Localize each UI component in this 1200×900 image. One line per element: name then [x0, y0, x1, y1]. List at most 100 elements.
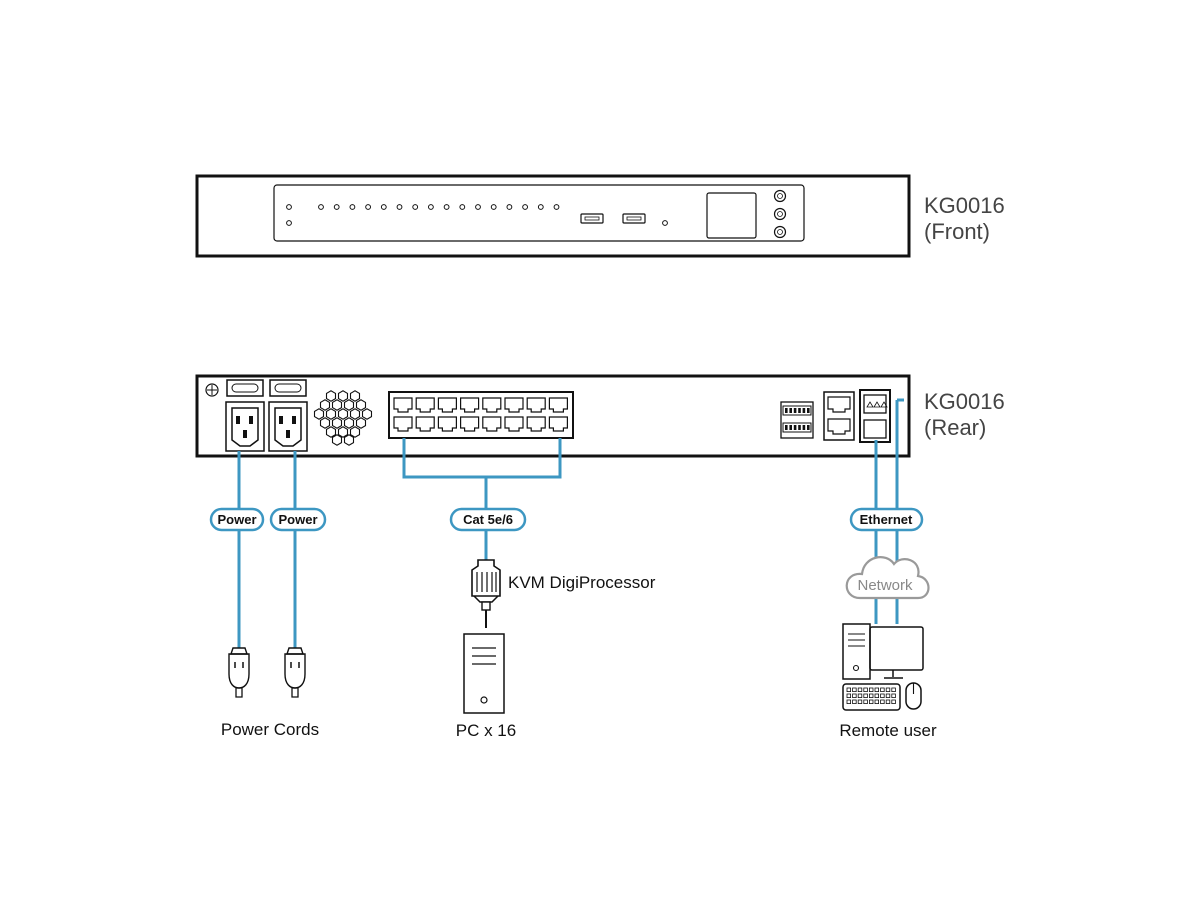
fan-vent-cell	[319, 399, 331, 411]
terminal-row	[782, 405, 812, 416]
kvm-port[interactable]	[460, 416, 480, 432]
kvm-port[interactable]	[482, 397, 502, 413]
power-pill-left-label: Power	[217, 512, 256, 527]
keyboard-key	[857, 699, 863, 704]
terminal-pin	[798, 425, 801, 430]
power-socket-right[interactable]	[268, 401, 308, 452]
remote-user-workstation-icon	[842, 623, 924, 711]
rear-title: KG0016	[924, 389, 1005, 414]
rear-unit	[195, 374, 911, 458]
front-button[interactable]	[773, 207, 787, 221]
power-socket-left[interactable]	[225, 401, 265, 452]
power-pill-right: Power	[269, 507, 327, 532]
port-led	[475, 204, 481, 210]
front-title: KG0016	[924, 193, 1005, 218]
ethernet-pill: Ethernet	[849, 507, 924, 532]
keyboard-key	[874, 699, 879, 704]
keyboard-key	[885, 693, 891, 698]
kvm-port[interactable]	[415, 416, 435, 432]
kvm-port[interactable]	[415, 397, 435, 413]
terminal-pin	[802, 408, 806, 413]
port-led	[553, 204, 560, 210]
terminal-pin	[789, 408, 792, 413]
port-led	[490, 204, 497, 210]
fan-vent-cell	[325, 390, 337, 402]
kvm-port[interactable]	[482, 416, 502, 432]
power-pill-right-label: Power	[278, 512, 317, 527]
lan-port[interactable]	[827, 396, 851, 413]
cat-pill: Cat 5e/6	[449, 507, 527, 532]
keyboard-key	[885, 687, 891, 692]
rear-chassis	[195, 374, 911, 458]
front-button[interactable]	[773, 189, 787, 203]
front-button[interactable]	[773, 225, 787, 239]
front-button-center	[777, 229, 783, 235]
port-led	[412, 204, 419, 210]
power-cords-label: Power Cords	[221, 720, 319, 739]
terminal-row	[782, 422, 812, 433]
kvm-port[interactable]	[393, 416, 413, 432]
fan-vent-cell	[331, 434, 343, 446]
terminal-block	[780, 401, 814, 439]
kvm-port[interactable]	[526, 397, 546, 413]
fan-vent-cell	[349, 408, 361, 420]
port-led	[396, 204, 403, 210]
keyboard-key	[863, 687, 868, 692]
kvm-port[interactable]	[437, 397, 457, 413]
network-cloud-label: Network	[857, 577, 913, 594]
kvm-port[interactable]	[437, 416, 457, 432]
power-switch-left[interactable]	[226, 379, 264, 397]
cat-pill-label: Cat 5e/6	[463, 512, 513, 527]
kvm-port[interactable]	[526, 416, 546, 432]
fan-vent-cell	[349, 390, 361, 402]
port-led	[349, 204, 356, 210]
ethernet-port-2[interactable]	[863, 419, 887, 439]
port-led	[428, 204, 434, 210]
port-led	[333, 204, 340, 210]
keyboard-key	[874, 693, 879, 698]
keyboard-key	[846, 687, 851, 692]
fan-vent-cell	[337, 390, 349, 402]
fan-vent-cell	[331, 399, 343, 411]
front-usb-port[interactable]	[580, 213, 604, 224]
front-panel	[273, 184, 805, 242]
fan-vent-cell	[325, 426, 337, 438]
port-led	[522, 204, 528, 210]
ground-screw-cross	[207, 385, 217, 395]
power-plug-left-icon	[228, 647, 250, 698]
lan-ports	[827, 396, 851, 435]
pc-tower-icon	[463, 633, 505, 714]
kvm-port[interactable]	[504, 416, 524, 432]
terminal-pin	[789, 425, 792, 430]
pc-label: PC x 16	[456, 721, 516, 740]
keyboard-key	[863, 693, 868, 698]
power-switch-right[interactable]	[269, 379, 307, 397]
terminal-pin	[793, 408, 797, 413]
kvm-adapter-icon	[471, 559, 501, 628]
port-led	[459, 204, 466, 210]
lan-port[interactable]	[827, 418, 851, 435]
kvm-port[interactable]	[548, 397, 568, 413]
front-subtitle: (Front)	[924, 219, 990, 244]
kvm-port[interactable]	[504, 397, 524, 413]
ethernet-port-1[interactable]	[863, 394, 887, 414]
fan-vent-cell	[319, 417, 331, 429]
keyboard-key	[880, 699, 885, 704]
kvm-port[interactable]	[548, 416, 568, 432]
kvm-port[interactable]	[393, 397, 413, 413]
fan-vent-cell	[325, 408, 337, 420]
terminal-pin	[785, 408, 788, 413]
ethernet-port-led-icon	[866, 401, 888, 408]
front-usb-port[interactable]	[622, 213, 646, 224]
front-chassis	[195, 174, 911, 258]
front-lcd-display	[706, 192, 757, 239]
ethernet-pill-label: Ethernet	[860, 512, 913, 527]
power-switch-rocker	[274, 383, 302, 393]
port-led	[537, 204, 544, 210]
fan-vent-cell	[343, 434, 355, 446]
front-led	[286, 204, 292, 210]
kvm-port[interactable]	[460, 397, 480, 413]
keyboard-key	[869, 693, 874, 698]
front-usb-port-tongue	[626, 216, 642, 221]
